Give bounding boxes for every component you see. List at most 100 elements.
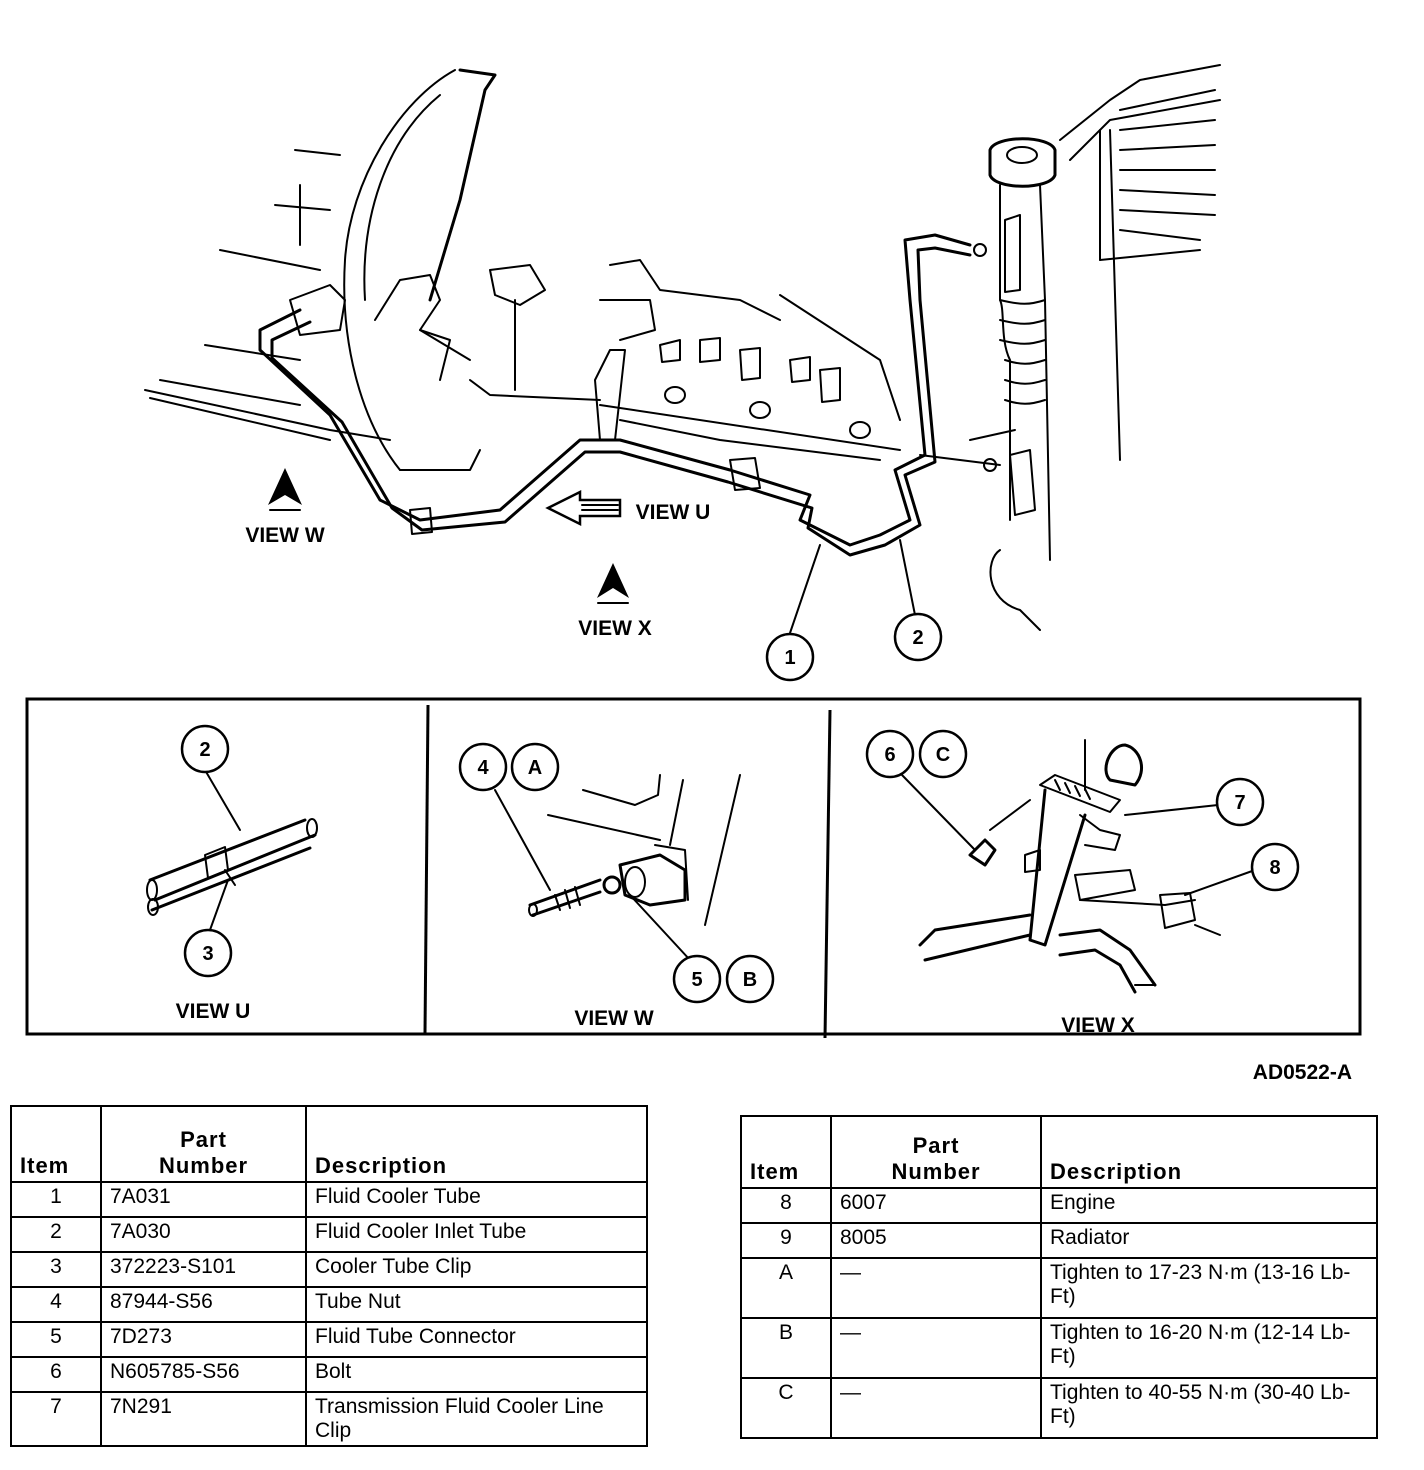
frame-rails xyxy=(144,149,391,441)
main-assembly-illustration: VIEW W VIEW U VIEW X 1 2 xyxy=(144,64,1221,682)
cell-part: — xyxy=(830,1257,1042,1319)
header-item: Item xyxy=(10,1105,102,1183)
view-w-panel: 4 A 5 B VIEW W xyxy=(458,742,775,1030)
transmission-housing xyxy=(343,68,601,471)
callout-B: B xyxy=(725,954,775,1004)
cell-desc: Fluid Cooler Tube xyxy=(305,1181,648,1218)
callout-6: 6 xyxy=(865,729,915,779)
callout-7-leader xyxy=(1124,804,1219,816)
callout-2: 2 xyxy=(893,612,943,662)
cell-part: — xyxy=(830,1377,1042,1439)
panel-divider-2 xyxy=(823,709,832,1039)
callout-4: 4 xyxy=(458,742,508,792)
table-row: 1 7A031 Fluid Cooler Tube xyxy=(10,1181,648,1218)
callout-7: 7 xyxy=(1215,777,1265,827)
callout-6-leader xyxy=(901,774,976,851)
svg-text:7: 7 xyxy=(1234,792,1245,814)
view-u-arrow xyxy=(545,489,622,527)
cell-item: 2 xyxy=(10,1216,102,1253)
cell-part: 7N291 xyxy=(100,1391,307,1447)
callout-C: C xyxy=(918,729,968,779)
view-x-panel-label: VIEW X xyxy=(1061,1014,1135,1037)
svg-text:1: 1 xyxy=(784,647,795,669)
callout-3: 3 xyxy=(183,928,233,978)
table-row: 3 372223-S101 Cooler Tube Clip xyxy=(10,1251,648,1288)
callout-1: 1 xyxy=(765,632,815,682)
svg-text:3: 3 xyxy=(202,943,213,965)
detail-panels-frame xyxy=(25,697,1362,1036)
callout-2-leader-u xyxy=(204,769,241,831)
cell-item: 5 xyxy=(10,1321,102,1358)
view-x-label: VIEW X xyxy=(578,617,652,640)
header-description: Description xyxy=(305,1105,648,1183)
header-item: Item xyxy=(740,1115,832,1189)
radiator xyxy=(988,64,1221,631)
cell-item: 9 xyxy=(740,1222,832,1259)
table-row: 5 7D273 Fluid Tube Connector xyxy=(10,1321,648,1358)
cell-desc: Fluid Cooler Inlet Tube xyxy=(305,1216,648,1253)
svg-text:4: 4 xyxy=(477,757,489,779)
header-description: Description xyxy=(1040,1115,1378,1189)
table-row: 6 N605785-S56 Bolt xyxy=(10,1356,648,1393)
drawing-id: AD0522-A xyxy=(1253,1061,1352,1084)
cell-part: N605785-S56 xyxy=(100,1356,307,1393)
svg-text:2: 2 xyxy=(912,627,923,649)
cell-desc: Tighten to 17-23 N·m (13-16 Lb-Ft) xyxy=(1040,1257,1378,1319)
view-u-panel-label: VIEW U xyxy=(176,1000,251,1023)
view-x-arrow xyxy=(597,563,629,604)
cell-desc: Cooler Tube Clip xyxy=(305,1251,648,1288)
cell-desc: Tighten to 40-55 N·m (30-40 Lb-Ft) xyxy=(1040,1377,1378,1439)
callout-5-leader xyxy=(629,894,691,961)
view-w-panel-label: VIEW W xyxy=(574,1007,654,1030)
cell-item: A xyxy=(740,1257,832,1319)
callout-2-leader xyxy=(899,539,916,616)
cell-part: 372223-S101 xyxy=(100,1251,307,1288)
view-x-panel: 6 C 7 8 VIEW X xyxy=(865,729,1300,1037)
callout-4-leader xyxy=(494,789,551,891)
cell-part: 7A030 xyxy=(100,1216,307,1253)
table-row: 7 7N291 Transmission Fluid Cooler Line C… xyxy=(10,1391,648,1447)
cell-part: 6007 xyxy=(830,1187,1042,1224)
callout-A: A xyxy=(510,742,560,792)
cell-desc: Bolt xyxy=(305,1356,648,1393)
svg-text:B: B xyxy=(743,969,757,991)
callout-5: 5 xyxy=(672,954,722,1004)
cell-item: 8 xyxy=(740,1187,832,1224)
table-row: 2 7A030 Fluid Cooler Inlet Tube xyxy=(10,1216,648,1253)
table-row: 4 87944-S56 Tube Nut xyxy=(10,1286,648,1323)
callout-8-leader xyxy=(1184,869,1256,896)
cell-part: — xyxy=(830,1317,1042,1379)
svg-text:8: 8 xyxy=(1269,857,1280,879)
detail-panels: 2 3 VIEW U 4 xyxy=(25,697,1362,1039)
panel-divider-1 xyxy=(423,704,430,1034)
cell-item: 1 xyxy=(10,1181,102,1218)
table-row: 9 8005 Radiator xyxy=(740,1222,1378,1259)
cell-desc: Fluid Tube Connector xyxy=(305,1321,648,1358)
cell-desc: Radiator xyxy=(1040,1222,1378,1259)
cell-item: C xyxy=(740,1377,832,1439)
cell-desc: Engine xyxy=(1040,1187,1378,1224)
view-u-label: VIEW U xyxy=(636,501,711,524)
cell-desc: Tube Nut xyxy=(305,1286,648,1323)
view-w-arrow xyxy=(268,468,302,511)
cell-item: 4 xyxy=(10,1286,102,1323)
table-row: A — Tighten to 17-23 N·m (13-16 Lb-Ft) xyxy=(740,1257,1378,1319)
cell-item: B xyxy=(740,1317,832,1379)
cell-item: 6 xyxy=(10,1356,102,1393)
view-u-panel: 2 3 VIEW U xyxy=(146,724,318,1023)
svg-text:6: 6 xyxy=(884,744,895,766)
cooler-line-diagram: VIEW W VIEW U VIEW X 1 2 xyxy=(25,64,1362,1084)
view-w-label: VIEW W xyxy=(245,524,325,547)
cell-desc: Transmission Fluid Cooler Line Clip xyxy=(305,1391,648,1447)
callout-2-view-u: 2 xyxy=(180,724,230,774)
cell-item: 7 xyxy=(10,1391,102,1447)
engine-block xyxy=(489,259,901,461)
cell-part: 8005 xyxy=(830,1222,1042,1259)
table-row: B — Tighten to 16-20 N·m (12-14 Lb-Ft) xyxy=(740,1317,1378,1379)
svg-text:5: 5 xyxy=(691,969,702,991)
cell-part: 7A031 xyxy=(100,1181,307,1218)
